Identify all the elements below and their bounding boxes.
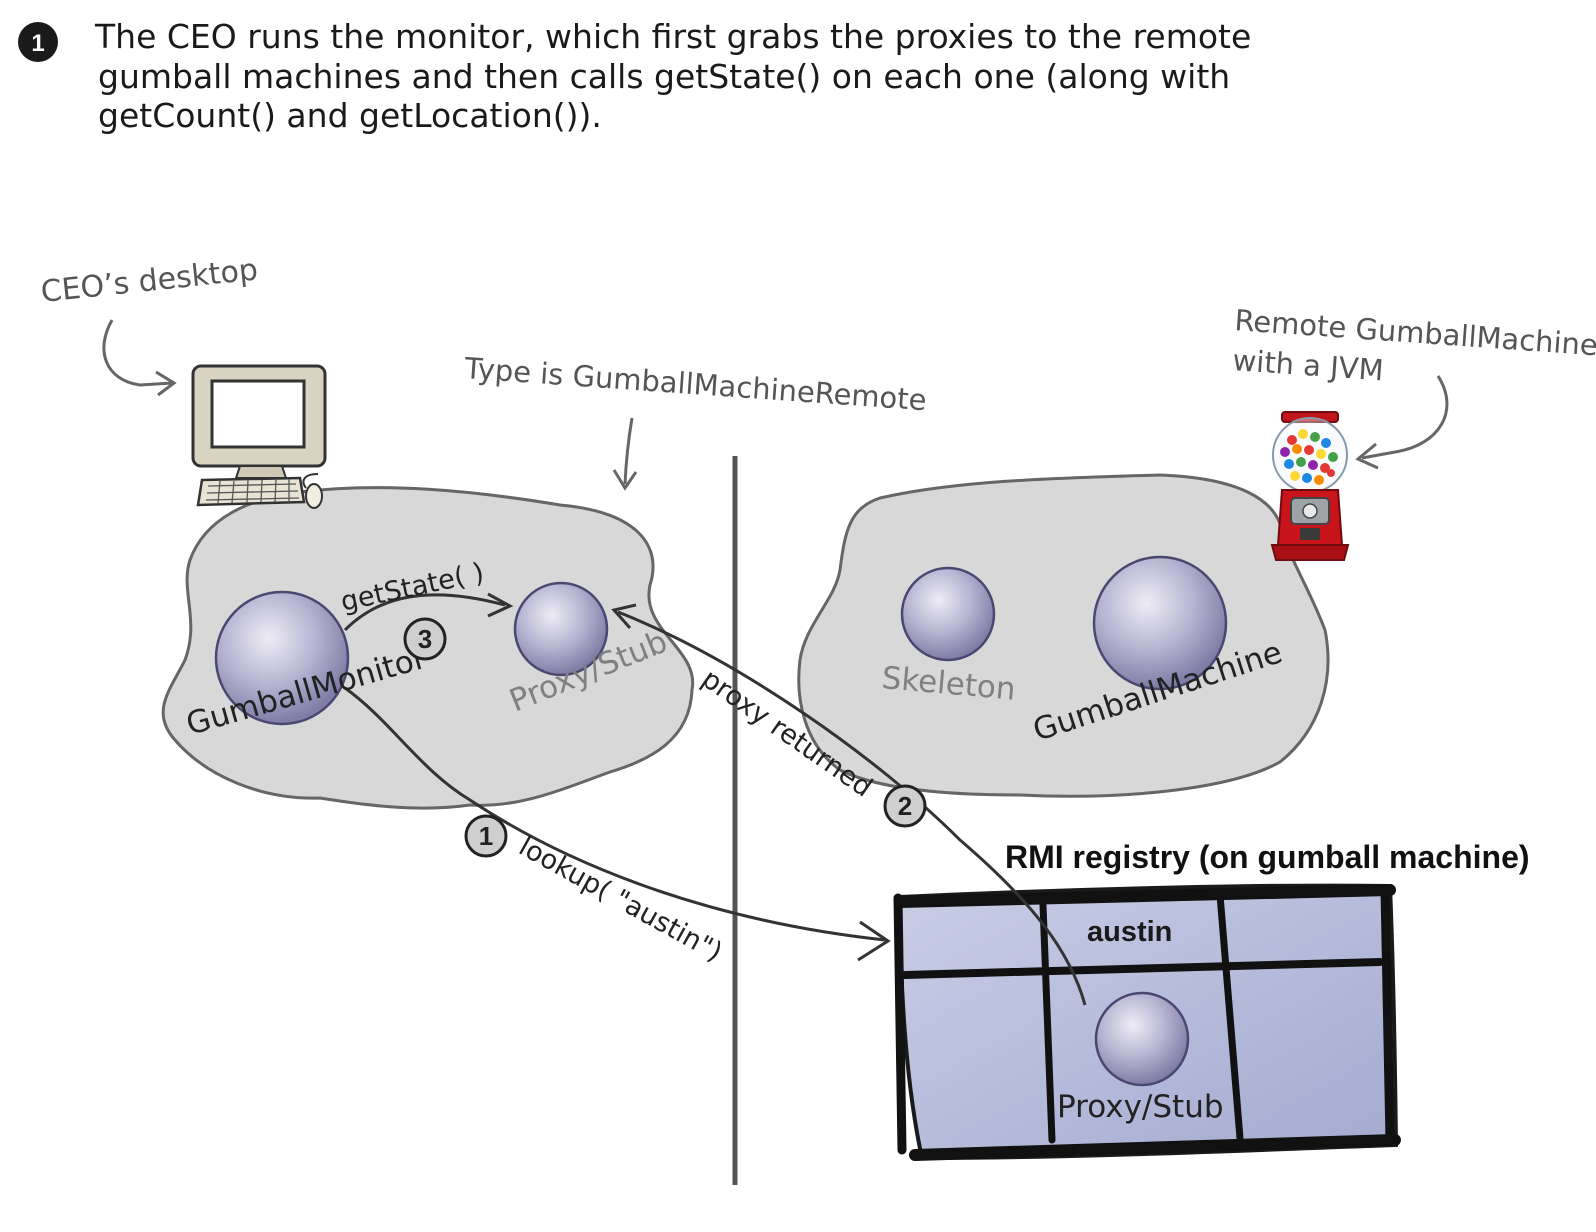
type-annotation-arrowhead — [612, 469, 638, 491]
type-annotation-pointer — [623, 417, 634, 485]
lookup-label: lookup( "austin") — [514, 831, 728, 968]
step-3-number: 3 — [418, 624, 432, 654]
skeleton-sphere — [900, 566, 996, 662]
gumball-monitor-sphere — [214, 590, 350, 726]
ceo-desktop-arrowhead — [155, 370, 177, 397]
rmi-registry-title: RMI registry (on gumball machine) — [1005, 839, 1530, 875]
client-proxy-sphere — [513, 581, 609, 677]
step-3-badge: 3 — [403, 617, 447, 661]
lookup-arrowhead — [857, 920, 891, 962]
registry-entry-austin: austin — [1087, 916, 1172, 948]
registry-proxy-sphere — [1094, 991, 1190, 1087]
intro-line-1: The CEO runs the monitor, which first gr… — [94, 17, 1251, 56]
step-2-badge: 2 — [883, 784, 927, 828]
step-1-badge: 1 — [464, 814, 508, 858]
registry-proxy-label: Proxy/Stub — [1057, 1089, 1224, 1125]
gumball-machine-icon — [1270, 411, 1350, 561]
intro-step-number: 1 — [31, 30, 44, 57]
proxy-returned-arrowhead — [611, 603, 637, 629]
server-jvm-blob — [797, 473, 1330, 798]
lookup-arrow — [344, 686, 886, 942]
computer-icon — [191, 364, 327, 509]
remote-annotation-pointer — [1361, 375, 1449, 460]
ceo-desktop-annotation: CEO’s desktop — [39, 252, 259, 310]
intro-line-3: getCount() and getLocation()). — [98, 96, 602, 135]
get-state-arrowhead — [487, 592, 514, 618]
type-annotation: Type is GumballMachineRemote — [463, 351, 928, 417]
remote-annotation-line-2: with a JVM — [1232, 343, 1385, 387]
intro-step-badge: 1 — [18, 22, 58, 62]
remote-annotation-arrowhead — [1355, 442, 1379, 470]
proxy-returned-arrow — [617, 610, 1087, 1006]
step-2-number: 2 — [898, 791, 912, 821]
get-state-arrow — [343, 593, 506, 632]
intro-line-2: gumball machines and then calls getState… — [98, 57, 1230, 96]
ceo-desktop-pointer — [102, 319, 173, 387]
gumball-machine-sphere — [1092, 555, 1228, 691]
step-1-number: 1 — [479, 821, 493, 851]
